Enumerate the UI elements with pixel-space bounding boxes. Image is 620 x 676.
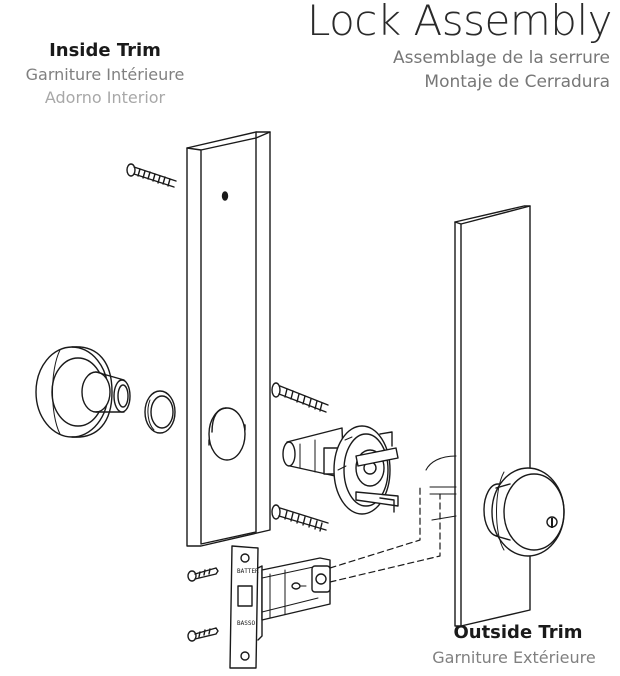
mounting-screw-lower [271, 504, 329, 532]
lock-chassis [282, 425, 399, 515]
page-title: Lock Assembly [306, 0, 613, 45]
outside-trim-plate [425, 205, 531, 627]
latch-stamp-bottom: BASSO [237, 620, 255, 627]
inside-trim-spanish: Adorno Interior [44, 88, 166, 107]
outside-trim-title: Outside Trim [453, 622, 583, 643]
mounting-screw-upper [271, 382, 329, 413]
subtitle-spanish: Montaje de Cerradura [424, 72, 610, 92]
latch-screw-lower [187, 627, 219, 642]
latch-stamp-top: BATTER [237, 568, 259, 575]
inside-trim-title: Inside Trim [49, 40, 161, 61]
subtitle-french: Assemblage de la serrure [393, 48, 610, 68]
latch-assembly [229, 545, 331, 669]
outside-knob [483, 467, 565, 557]
inside-knob [35, 346, 131, 438]
retaining-ring [144, 390, 176, 434]
outside-trim-french: Garniture Extérieure [432, 648, 596, 667]
alignment-lines [329, 487, 441, 583]
inside-trim-top-screw [126, 163, 177, 188]
inside-trim-plate [186, 131, 271, 547]
latch-screw-upper [187, 567, 219, 582]
key-cylinder-icon [546, 516, 558, 528]
inside-trim-french: Garniture Intérieure [25, 65, 185, 84]
